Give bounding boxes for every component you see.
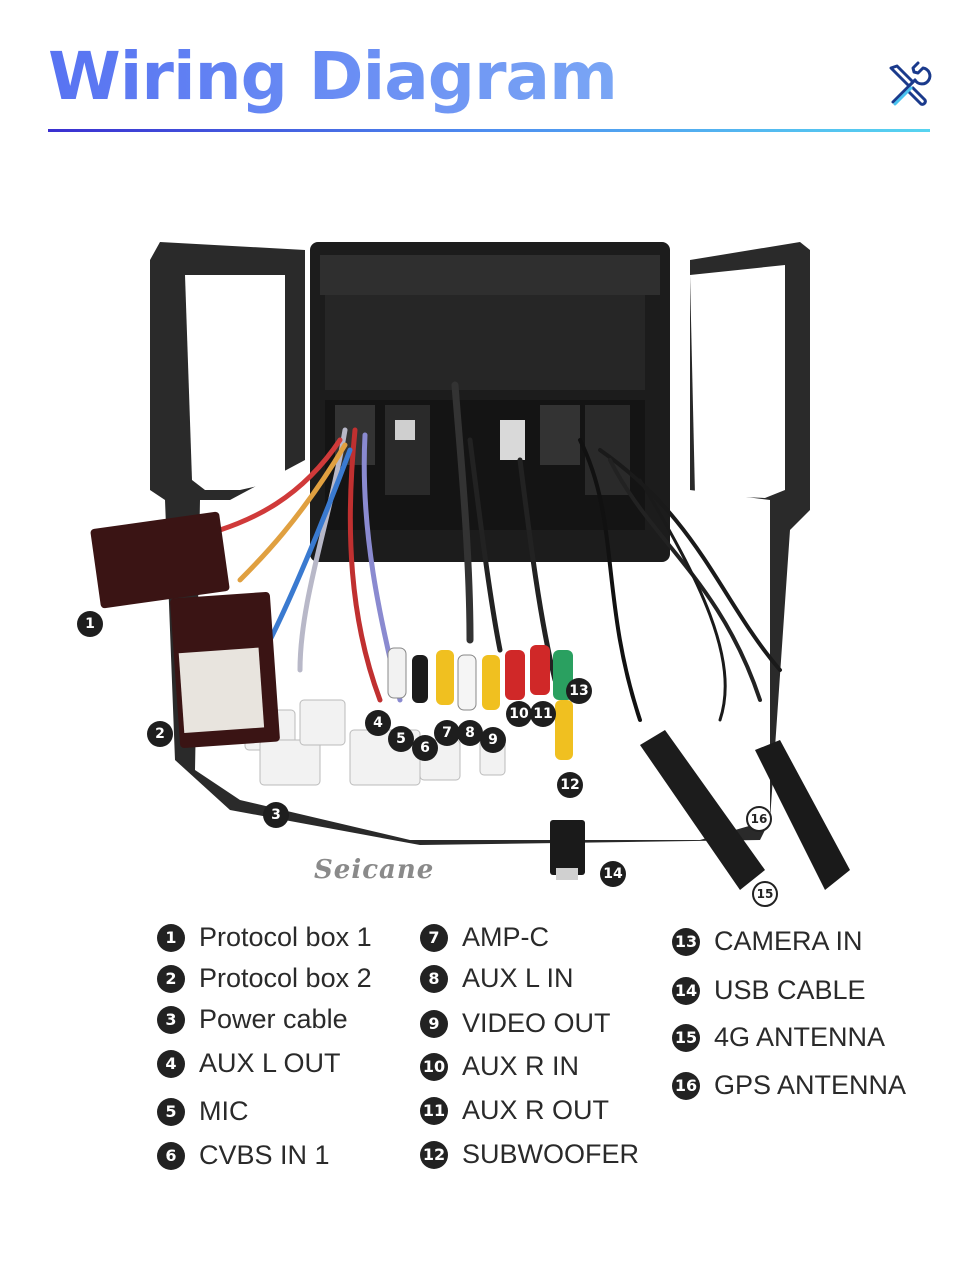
legend-item: 8 AUX L IN	[420, 963, 574, 994]
legend-item: 12 SUBWOOFER	[420, 1139, 639, 1170]
callout-6: 6	[412, 735, 438, 761]
legend-number: 11	[420, 1096, 448, 1125]
legend-number: 14	[672, 976, 700, 1005]
legend-number: 7	[420, 923, 448, 952]
legend-label: CAMERA IN	[714, 926, 863, 956]
legend-item: 5 MIC	[157, 1096, 249, 1127]
callout-15: 15	[752, 881, 778, 907]
callout-3: 3	[263, 802, 289, 828]
legend-item: 15 4G ANTENNA	[672, 1022, 885, 1053]
callout-14: 14	[600, 861, 626, 887]
legend-item: 10 AUX R IN	[420, 1051, 579, 1082]
legend-label: USB CABLE	[714, 975, 866, 1005]
callout-12: 12	[557, 772, 583, 798]
legend-label: AUX R IN	[462, 1051, 580, 1081]
legend-number: 5	[157, 1097, 185, 1126]
callout-16: 16	[746, 806, 772, 832]
legend-number: 6	[157, 1141, 185, 1170]
legend-item: 11 AUX R OUT	[420, 1095, 609, 1126]
legend-item: 3 Power cable	[157, 1004, 348, 1035]
legend-item: 13 CAMERA IN	[672, 926, 863, 957]
callout-10: 10	[506, 701, 532, 727]
legend-number: 9	[420, 1009, 448, 1038]
legend-number: 10	[420, 1052, 448, 1081]
callout-11: 11	[530, 701, 556, 727]
legend-item: 14 USB CABLE	[672, 975, 866, 1006]
callout-9: 9	[480, 727, 506, 753]
head-unit-illustration	[90, 242, 850, 890]
callout-1: 1	[77, 611, 103, 637]
legend-item: 7 AMP-C	[420, 922, 549, 953]
legend-item: 1 Protocol box 1	[157, 922, 372, 953]
legend-item: 6 CVBS IN 1	[157, 1140, 330, 1171]
legend-number: 1	[157, 923, 185, 952]
callout-7: 7	[434, 720, 460, 746]
legend-label: GPS ANTENNA	[714, 1070, 907, 1100]
callout-5: 5	[388, 726, 414, 752]
callout-2: 2	[147, 721, 173, 747]
legend-label: AUX R OUT	[462, 1095, 610, 1125]
legend-number: 4	[157, 1049, 185, 1078]
legend-item: 16 GPS ANTENNA	[672, 1070, 906, 1101]
tools-icon	[889, 61, 932, 106]
legend-label: AUX L IN	[462, 963, 574, 993]
legend-label: AUX L OUT	[199, 1048, 341, 1078]
legend-number: 16	[672, 1071, 700, 1100]
legend-label: CVBS IN 1	[199, 1140, 330, 1170]
legend-label: Protocol box 2	[199, 963, 372, 993]
page-title: Wiring Diagram	[48, 38, 618, 115]
legend-label: SUBWOOFER	[462, 1139, 640, 1169]
callout-13: 13	[566, 678, 592, 704]
legend-label: Protocol box 1	[199, 922, 372, 952]
legend-item: 9 VIDEO OUT	[420, 1008, 611, 1039]
legend-number: 2	[157, 964, 185, 993]
legend-number: 12	[420, 1140, 448, 1169]
callout-4: 4	[365, 710, 391, 736]
legend-label: MIC	[199, 1096, 249, 1126]
legend-label: Power cable	[199, 1004, 348, 1034]
legend-number: 3	[157, 1005, 185, 1034]
legend-label: VIDEO OUT	[462, 1008, 611, 1038]
legend-number: 15	[672, 1023, 700, 1052]
brand-watermark: Seicane	[314, 855, 435, 885]
callout-8: 8	[457, 720, 483, 746]
legend-label: AMP-C	[462, 922, 549, 952]
legend-item: 4 AUX L OUT	[157, 1048, 341, 1079]
legend-item: 2 Protocol box 2	[157, 963, 372, 994]
legend-number: 13	[672, 927, 700, 956]
legend-label: 4G ANTENNA	[714, 1022, 886, 1052]
legend-number: 8	[420, 964, 448, 993]
header-divider	[48, 129, 930, 132]
